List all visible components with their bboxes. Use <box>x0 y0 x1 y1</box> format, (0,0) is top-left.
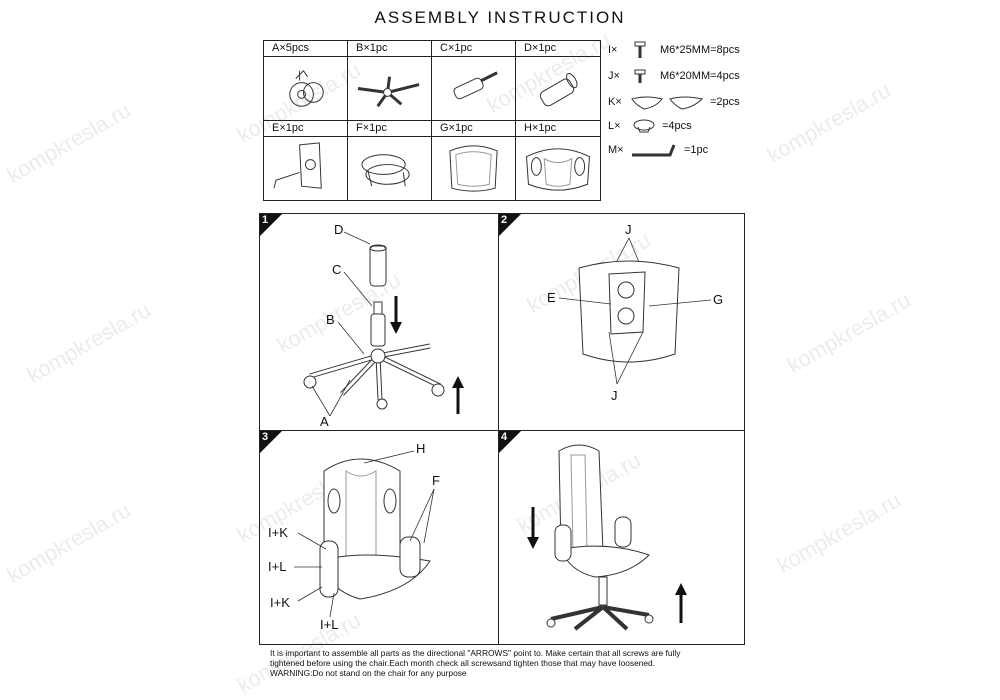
gas-lift-icon <box>432 57 516 121</box>
watermark: kompkresla.ru <box>22 297 155 388</box>
watermark: kompkresla.ru <box>762 77 895 168</box>
callout-label: E <box>547 290 556 305</box>
instruction-note: It is important to assemble all parts as… <box>270 648 750 678</box>
part-label: H×1pc <box>516 121 600 137</box>
step-number: 1 <box>262 214 269 226</box>
step-4-panel: 4 <box>499 431 737 647</box>
note-line: tightened before using the chair.Each mo… <box>270 658 656 668</box>
step-3-panel: 3 H F I+K I+L I+K I+L <box>260 431 498 647</box>
callout-label: J <box>625 222 632 237</box>
short-screw-icon <box>630 67 652 85</box>
hex-key-icon <box>630 141 680 159</box>
watermark: kompkresla.ru <box>2 97 135 188</box>
step-number: 2 <box>501 214 508 226</box>
steps-grid: 1 D C B A 2 <box>259 213 745 645</box>
hardware-text: M6*25MM=8pcs <box>660 44 740 56</box>
callout-label: D <box>334 222 343 237</box>
caster-icon <box>264 57 348 121</box>
watermark: kompkresla.ru <box>782 287 915 378</box>
hardware-key: L× <box>608 120 621 132</box>
part-label: C×1pc <box>432 41 516 57</box>
callout-label: A <box>320 414 329 429</box>
callout-label: B <box>326 312 335 327</box>
part-label: F×1pc <box>348 121 432 137</box>
part-label: D×1pc <box>516 41 600 57</box>
part-label: B×1pc <box>348 41 432 57</box>
step-badge <box>260 214 282 236</box>
hardware-key: M× <box>608 144 624 156</box>
backrest-icon <box>516 137 600 200</box>
page-title: ASSEMBLY INSTRUCTION <box>374 8 626 27</box>
hardware-key: J× <box>608 70 620 82</box>
cap-icon <box>630 117 660 135</box>
hardware-item: M× =1pc <box>608 140 708 160</box>
step-2-panel: 2 J E G J <box>499 214 737 430</box>
long-screw-icon <box>630 41 652 59</box>
step-badge <box>499 431 521 453</box>
watermark: kompkresla.ru <box>2 497 135 588</box>
hardware-item: K× =2pcs <box>608 92 740 112</box>
armrests-icon <box>348 137 432 200</box>
part-label: A×5pcs <box>264 41 348 57</box>
callout-label: I+L <box>268 559 286 574</box>
parts-table: A×5pcs B×1pc C×1pc D×1pc E×1pc F×1pc G×1… <box>263 40 601 201</box>
callout-label: I+L <box>320 617 338 632</box>
callout-label: G <box>713 292 723 307</box>
armrest-cover-icon <box>630 93 708 111</box>
divider <box>498 214 499 644</box>
callout-label: I+K <box>268 525 288 540</box>
hardware-text: =1pc <box>684 144 709 156</box>
callout-label: C <box>332 262 341 277</box>
step-badge <box>260 431 282 453</box>
mechanism-icon <box>264 137 348 200</box>
hardware-item: L× =4pcs <box>608 116 692 136</box>
divider <box>260 430 744 431</box>
gas-lift-cover-icon <box>516 57 600 121</box>
callout-label: J <box>611 388 618 403</box>
seat-icon <box>432 137 516 200</box>
warning-line: WARNING:Do not stand on the chair for an… <box>270 668 467 678</box>
callout-label: F <box>432 473 440 488</box>
hardware-key: K× <box>608 96 622 108</box>
callout-label: I+K <box>270 595 290 610</box>
step-number: 4 <box>501 431 508 443</box>
hardware-text: =2pcs <box>710 96 740 108</box>
hardware-text: =4pcs <box>662 120 692 132</box>
hardware-item: J× M6*20MM=4pcs <box>608 66 740 86</box>
hardware-item: I× M6*25MM=8pcs <box>608 40 740 60</box>
part-label: E×1pc <box>264 121 348 137</box>
hardware-text: M6*20MM=4pcs <box>660 70 740 82</box>
note-line: It is important to assemble all parts as… <box>270 648 681 658</box>
callout-label: H <box>416 441 425 456</box>
step-1-panel: 1 D C B A <box>260 214 498 430</box>
step-number: 3 <box>262 431 269 443</box>
step-badge <box>499 214 521 236</box>
part-label: G×1pc <box>432 121 516 137</box>
hardware-key: I× <box>608 44 618 56</box>
base-icon <box>348 57 432 121</box>
watermark: kompkresla.ru <box>772 487 905 578</box>
